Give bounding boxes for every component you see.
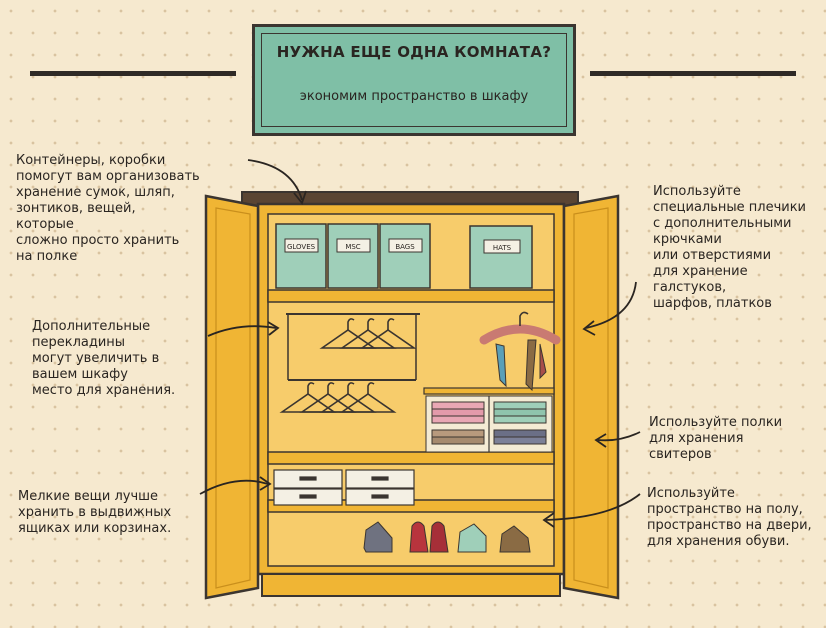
- callout-arrows: [199, 159, 641, 528]
- note-rods: Дополнительные перекладины могут увеличи…: [32, 319, 176, 398]
- shoe: [499, 525, 531, 553]
- note-hangers: Используйте специальные плечики с дополн…: [653, 184, 807, 311]
- arrow-to-rods-head: [267, 321, 280, 336]
- note-shelves: Используйте полки для хранения свитеров: [649, 415, 783, 462]
- arrow-to-hanger-head: [582, 320, 596, 336]
- arrow-to-shoes: [545, 493, 641, 521]
- drawer-handle: [371, 494, 389, 499]
- tie: [495, 343, 507, 388]
- sweater: [431, 429, 485, 438]
- arrow-to-boxes: [247, 159, 303, 201]
- arrow-to-shoes-head: [542, 512, 555, 528]
- storage-box-gloves: [275, 223, 327, 289]
- arrow-to-shelves-head: [594, 433, 607, 448]
- tie-hanger-hook: [519, 311, 529, 326]
- banner-inner-frame: [261, 33, 567, 127]
- hangers-lower: [279, 382, 397, 413]
- tie-hanger: [479, 311, 561, 392]
- shoe: [363, 521, 393, 553]
- shoes: [363, 521, 531, 553]
- storage-boxes: GLOVES MSC BAGS HATS: [275, 223, 533, 289]
- hanger-hook: [347, 382, 355, 394]
- arrow-to-shelves: [597, 431, 641, 442]
- tie: [525, 339, 537, 392]
- note-shoes: Используйте пространство на полу, простр…: [647, 486, 812, 549]
- title-banner: НУЖНА ЕЩЕ ОДНА КОМНАТА? экономим простра…: [252, 24, 576, 136]
- page-title: НУЖНА ЕЩЕ ОДНА КОМНАТА?: [276, 43, 552, 61]
- hanger-hook: [367, 382, 375, 394]
- box-label-tag: [336, 238, 371, 253]
- box-label-tag: [388, 238, 423, 253]
- sweater: [431, 436, 485, 445]
- sweater: [493, 401, 547, 410]
- sweater: [431, 408, 485, 417]
- middle-shelf: [267, 451, 555, 465]
- hanger-hook: [387, 318, 395, 330]
- sweater: [493, 408, 547, 417]
- page-subtitle: экономим пространство в шкафу: [299, 89, 529, 104]
- arrow-to-rods: [207, 325, 277, 337]
- hanger: [359, 329, 417, 349]
- wardrobe-base: [261, 573, 561, 597]
- shoe: [429, 521, 449, 553]
- tie-hanger-arc: [479, 324, 561, 345]
- folded-sweaters: [425, 395, 553, 453]
- hanger: [339, 393, 397, 413]
- arrow-to-drawers-head: [259, 476, 272, 491]
- storage-box-bags: [379, 223, 431, 289]
- arrow-to-boxes-head: [293, 190, 307, 205]
- sweater: [493, 436, 547, 445]
- sweater-shelf-divider: [423, 387, 555, 395]
- box-label-tag: [284, 238, 319, 253]
- sweater: [493, 415, 547, 424]
- hanger-hook: [327, 382, 335, 394]
- sweater: [431, 415, 485, 424]
- drawer-handle: [299, 476, 317, 481]
- note-drawers: Мелкие вещи лучше хранить в выдвижных ящ…: [18, 489, 172, 536]
- wardrobe-door-right: [562, 194, 620, 600]
- scarf: [539, 343, 547, 380]
- sweater: [493, 429, 547, 438]
- wardrobe-door-left: [204, 194, 260, 600]
- arrow-to-hanger: [585, 281, 637, 329]
- arrow-to-drawers: [199, 479, 269, 495]
- sweater: [431, 401, 485, 410]
- shoe: [457, 523, 487, 553]
- shoe: [409, 521, 429, 553]
- box-label-tag: [483, 239, 521, 254]
- hanger-hook: [307, 382, 315, 394]
- storage-box-msc: [327, 223, 379, 289]
- hanger-hook: [367, 318, 375, 330]
- box-label-msc: MSC: [345, 243, 360, 251]
- box-label-hats: HATS: [493, 244, 512, 252]
- header-rule-left: [30, 71, 236, 76]
- hanger-hook: [347, 318, 355, 330]
- top-shelf: [267, 289, 555, 303]
- small-drawers: [273, 469, 415, 506]
- box-label-bags: BAGS: [395, 243, 415, 251]
- drawer-handle: [299, 494, 317, 499]
- box-label-gloves: GLOVES: [287, 243, 316, 251]
- header-rule-right: [590, 71, 796, 76]
- drawer-handle: [371, 476, 389, 481]
- storage-box-hats: [469, 225, 533, 289]
- hangers-upper: [319, 318, 417, 349]
- note-boxes: Контейнеры, коробки помогут вам организо…: [16, 153, 200, 264]
